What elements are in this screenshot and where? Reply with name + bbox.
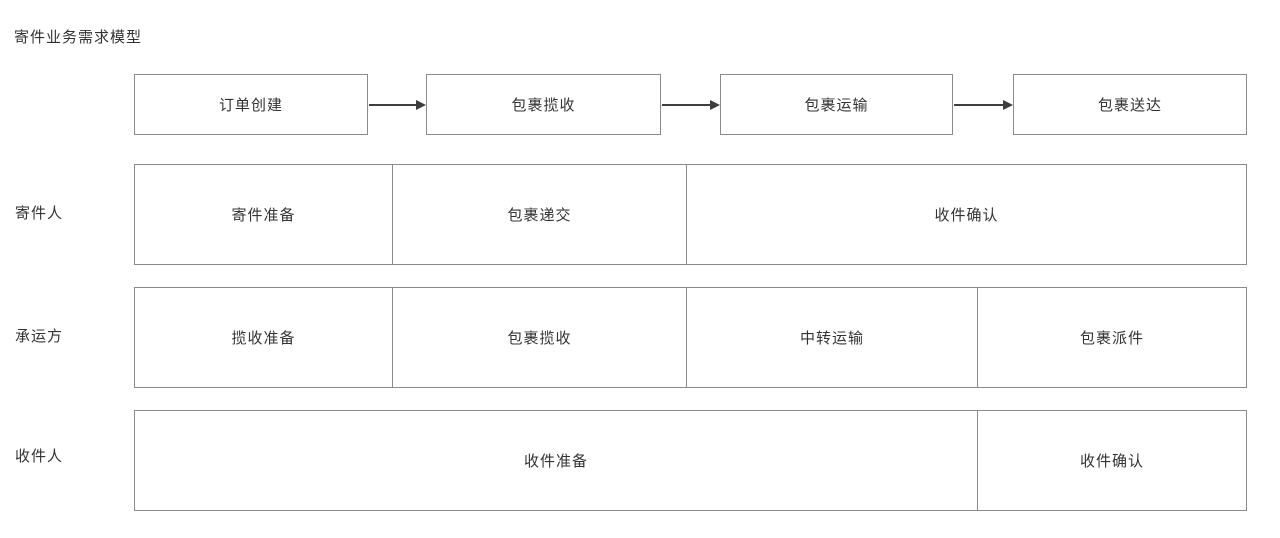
lane-label-carrier: 承运方 [15, 328, 64, 345]
lane-cell-shipping-preparation: 寄件准备 [134, 164, 393, 265]
flow-arrow-1 [369, 99, 426, 110]
lane-cell-receipt-confirmation: 收件确认 [977, 410, 1247, 511]
lane-label-sender: 寄件人 [15, 205, 64, 222]
arrow-head-icon [710, 99, 720, 110]
lane-cell-package-handover: 包裹递交 [392, 164, 687, 265]
lane-sender: 寄件准备 包裹递交 收件确认 [134, 164, 1247, 265]
flow-step-order-creation: 订单创建 [134, 74, 368, 135]
lane-cell-package-dispatch: 包裹派件 [977, 287, 1247, 388]
arrow-shaft [369, 103, 416, 106]
arrow-head-icon [416, 99, 426, 110]
flow-step-package-transport: 包裹运输 [720, 74, 953, 135]
arrow-shaft [662, 103, 710, 106]
lane-recipient: 收件准备 收件确认 [134, 410, 1247, 511]
lane-cell-transit-transport: 中转运输 [686, 287, 978, 388]
flow-arrow-2 [662, 99, 720, 110]
flow-arrow-3 [954, 99, 1013, 110]
lane-cell-receipt-confirmation: 收件确认 [686, 164, 1247, 265]
diagram-title: 寄件业务需求模型 [14, 29, 143, 46]
lane-cell-pickup-preparation: 揽收准备 [134, 287, 393, 388]
lane-cell-receiving-preparation: 收件准备 [134, 410, 978, 511]
flow-step-package-delivery: 包裹送达 [1013, 74, 1247, 135]
arrow-head-icon [1003, 99, 1013, 110]
lane-cell-package-pickup: 包裹揽收 [392, 287, 687, 388]
lane-label-recipient: 收件人 [15, 448, 64, 465]
arrow-shaft [954, 103, 1003, 106]
lane-carrier: 揽收准备 包裹揽收 中转运输 包裹派件 [134, 287, 1247, 388]
flow-step-package-pickup: 包裹揽收 [426, 74, 661, 135]
